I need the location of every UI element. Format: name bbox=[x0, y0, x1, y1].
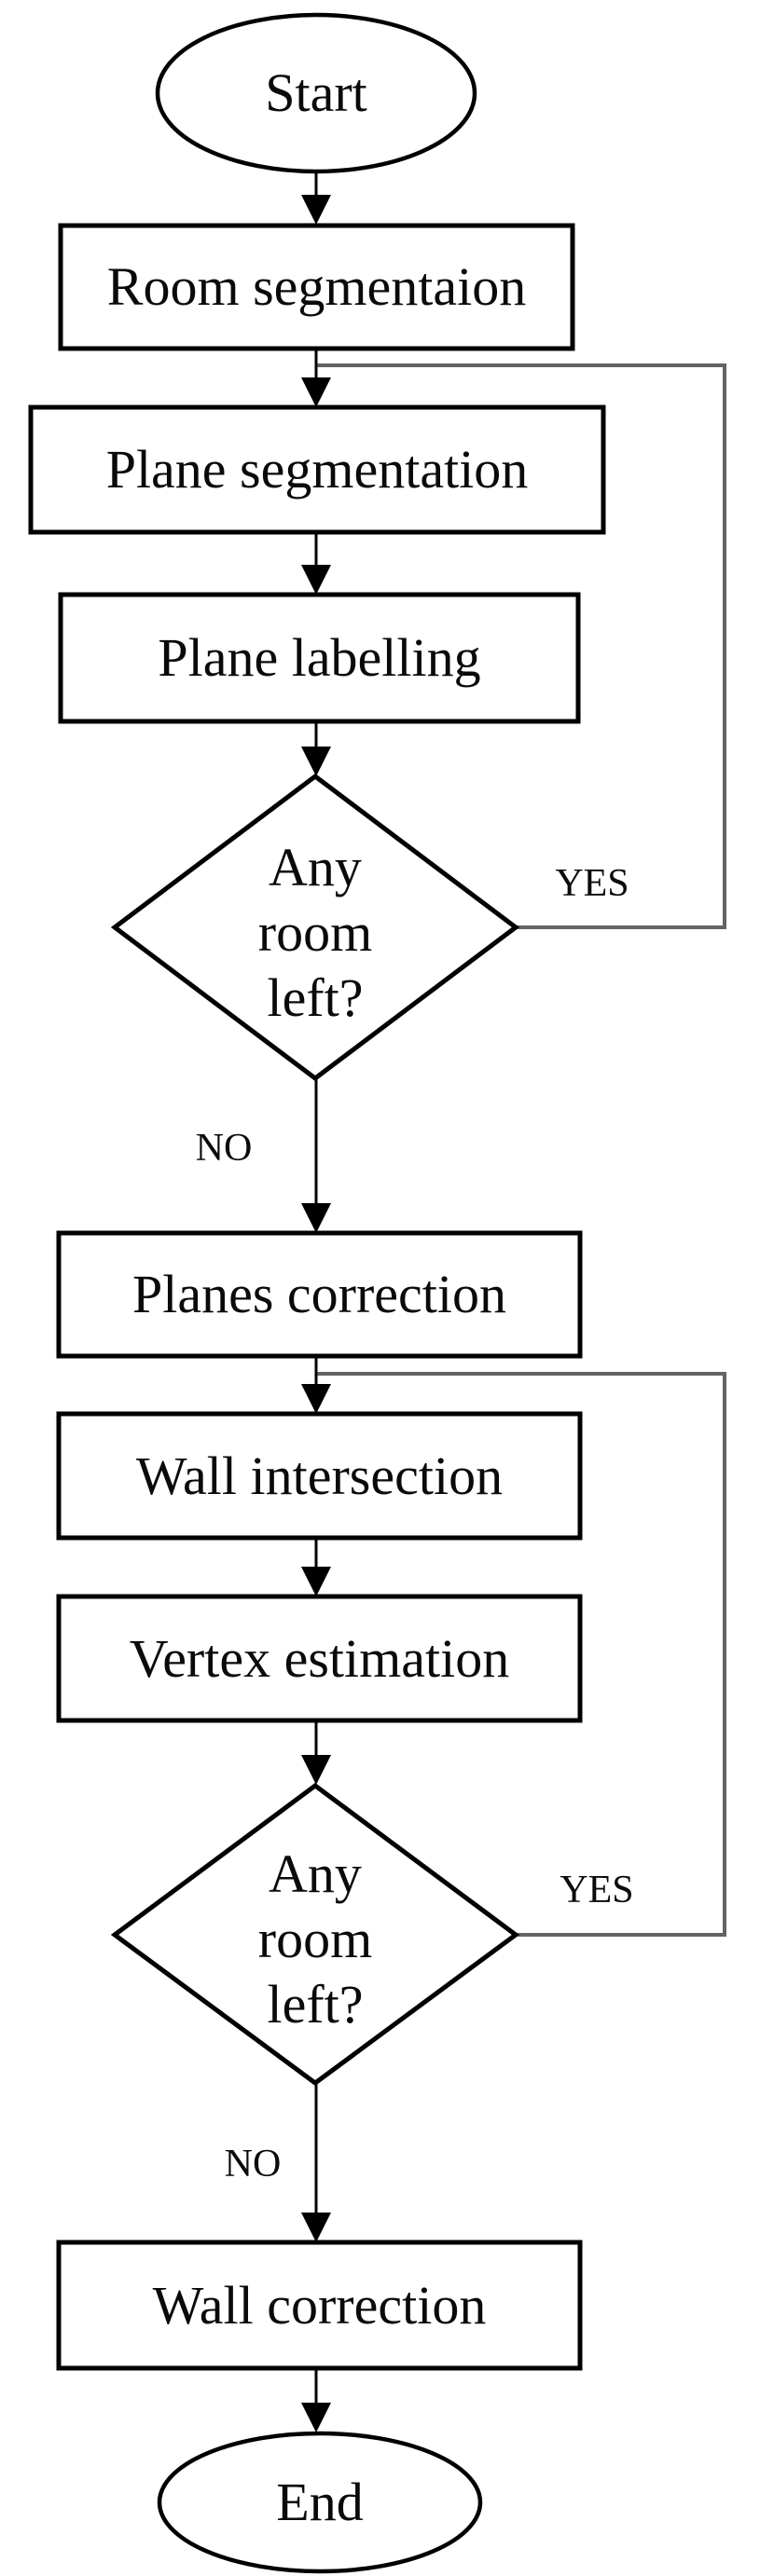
end-node-label: End bbox=[276, 2472, 364, 2533]
end-node-shape bbox=[157, 2431, 483, 2574]
arrowhead-into-plane-segmentation bbox=[301, 377, 331, 407]
room-segmentation-node-shape bbox=[58, 223, 575, 351]
wall-intersection-node-shape bbox=[56, 1411, 583, 1541]
decision2-line-2: room bbox=[257, 1909, 373, 1969]
decision1-line-3: left? bbox=[267, 967, 364, 1028]
arrowhead-into-wall-correction bbox=[301, 2213, 331, 2242]
plane-segmentation-node-label: Plane segmentation bbox=[105, 439, 529, 500]
decision2-line-1: Any bbox=[269, 1843, 362, 1904]
decision2-line-3: left? bbox=[267, 1974, 364, 2035]
wall-correction-node-label: Wall correction bbox=[152, 2274, 487, 2336]
loop-line-decision1-yes bbox=[317, 363, 726, 929]
arrow-heads bbox=[301, 195, 331, 2432]
loop-line-decision2-yes bbox=[317, 1372, 726, 1937]
room-segmentation-node-label: Room segmentaion bbox=[106, 256, 527, 318]
wall-intersection-node-label: Wall intersection bbox=[135, 1445, 504, 1506]
arrowhead-into-decision2 bbox=[301, 1755, 331, 1785]
vertex-estimation-node-shape bbox=[56, 1594, 583, 1723]
arrowhead-into-decision1 bbox=[301, 747, 331, 776]
start-node-label: Start bbox=[265, 62, 367, 124]
vertex-estimation-node-label: Vertex estimation bbox=[129, 1627, 510, 1689]
decision2-no-label: NO bbox=[224, 2142, 282, 2185]
arrowhead-into-planes-correction bbox=[301, 1203, 331, 1233]
arrowhead-into-room-segmentation bbox=[301, 195, 331, 225]
wall-correction-node-shape bbox=[56, 2240, 583, 2371]
arrowhead-into-end bbox=[301, 2403, 331, 2432]
plane-labelling-node-shape bbox=[58, 592, 581, 724]
arrowhead-into-wall-intersection bbox=[301, 1384, 331, 1414]
decision2-node-label: Any room left? bbox=[115, 1784, 516, 2090]
decision1-no-label: NO bbox=[195, 1126, 253, 1170]
decision1-line-1: Any bbox=[269, 837, 362, 897]
arrowhead-into-plane-labelling bbox=[301, 565, 331, 595]
decision1-yes-label: YES bbox=[555, 861, 629, 905]
decision1-line-2: room bbox=[257, 902, 373, 963]
planes-correction-node-shape bbox=[56, 1230, 583, 1359]
planes-correction-node-label: Planes correction bbox=[131, 1264, 506, 1325]
decision2-yes-label: YES bbox=[560, 1868, 634, 1911]
arrowhead-into-vertex-estimation bbox=[301, 1567, 331, 1596]
decision1-node-label: Any room left? bbox=[115, 776, 516, 1084]
plane-labelling-node-label: Plane labelling bbox=[158, 627, 481, 689]
